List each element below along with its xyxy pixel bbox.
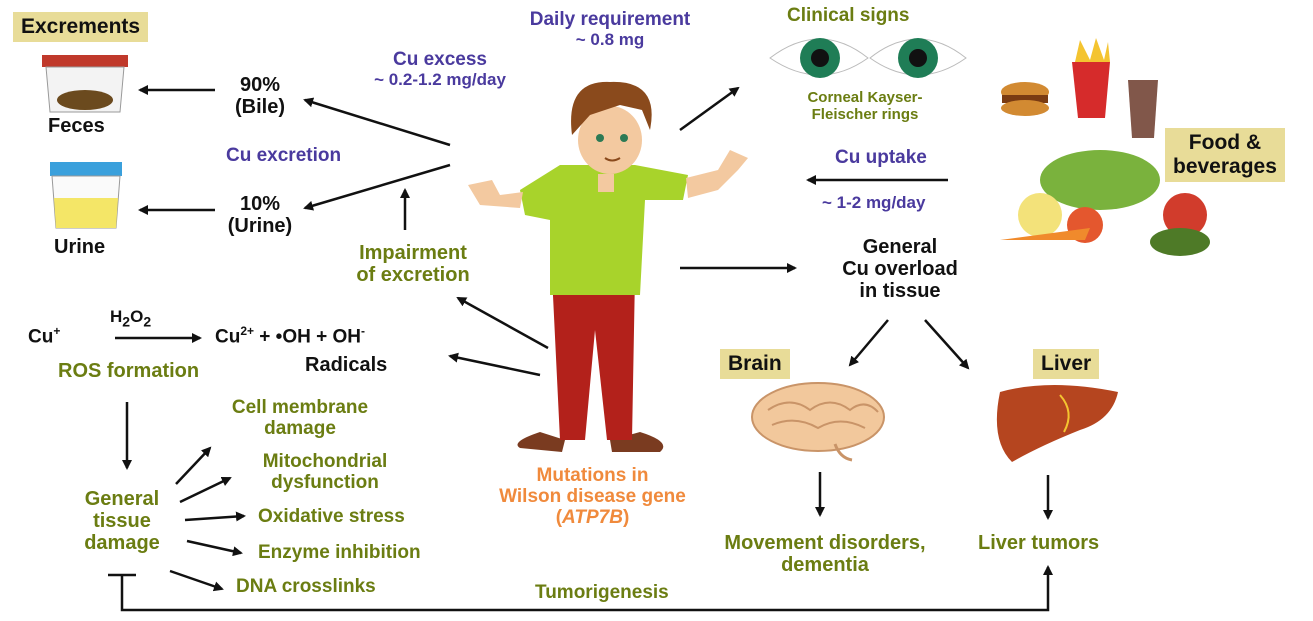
cu-text: Cu (28, 326, 54, 348)
liver-tumors: Liver tumors (978, 532, 1100, 554)
h2o2-h: H (110, 307, 123, 326)
mutations-label: Mutations in Wilson disease gene (ATP7B) (455, 465, 730, 529)
bile-text: (Bile) (235, 96, 285, 118)
mito-line2: dysfunction (271, 471, 379, 493)
cu-plus: Cu+ (28, 324, 61, 348)
impairment-line1: Impairment (359, 242, 467, 264)
cu-uptake: Cu uptake (835, 147, 927, 168)
cu2-text: Cu (215, 326, 241, 348)
cu-excess-range: ~ 0.2-1.2 mg/day (374, 69, 506, 89)
gtd-line3: damage (84, 532, 160, 554)
urine-cup-icon (50, 162, 122, 229)
movement-line1: Movement disorders, (724, 532, 926, 554)
overload-line2: Cu overload (842, 258, 958, 280)
cu-excess-title: Cu excess (392, 49, 487, 70)
eyes-icon (769, 38, 967, 78)
mutations-line2: Wilson disease gene (499, 485, 686, 507)
cu-uptake-value: ~ 1-2 mg/day (822, 193, 926, 212)
mito-line1: Mitochondrial (262, 451, 388, 472)
impairment-line2: of excretion (356, 264, 470, 286)
brain-label: Brain (720, 349, 790, 379)
arrows (115, 85, 1053, 612)
gtd-line2: tissue (93, 510, 151, 532)
liver-label: Liver (1033, 349, 1100, 379)
brain-icon (751, 382, 885, 462)
h2o2-label: H2O2 (110, 307, 152, 330)
radicals-label: Radicals (305, 354, 388, 376)
liver-icon (996, 385, 1118, 462)
daily-requirement: Daily requirement ~ 0.8 mg (490, 9, 730, 50)
mutations-line3: (ATP7B) (555, 506, 630, 528)
cu-excess: Cu excess ~ 0.2-1.2 mg/day (340, 49, 540, 90)
excrements-label: Excrements (13, 12, 149, 42)
bile-percent-value: 90% (239, 74, 281, 96)
urine-percent: 10% (Urine) (205, 193, 315, 237)
bile-percent: 90% (Bile) (215, 74, 305, 118)
urine-percent-value: 10% (239, 193, 281, 215)
kayser-fleischer: Corneal Kayser- Fleischer rings (780, 89, 950, 123)
gene-name: ATP7B (562, 506, 623, 528)
general-tissue-damage: General tissue damage (62, 488, 182, 554)
oxidative-stress: Oxidative stress (258, 506, 405, 527)
cu-excretion: Cu excretion (226, 145, 342, 166)
ros-formation: ROS formation (58, 360, 200, 382)
dna-crosslinks: DNA crosslinks (236, 576, 376, 597)
person-illustration (468, 81, 748, 452)
urine-label: Urine (54, 236, 106, 258)
mutations-line1: Mutations in (536, 465, 649, 486)
kayser-line2: Fleischer rings (811, 105, 919, 123)
food-line1: Food & (1188, 131, 1262, 154)
kayser-line1: Corneal Kayser- (807, 89, 923, 106)
radicals-equation: Cu2+ + •OH + OH- (215, 324, 365, 348)
cell-line1: Cell membrane (231, 397, 369, 418)
cell-line2: damage (264, 417, 336, 439)
feces-cup-icon (42, 55, 128, 113)
cell-membrane-damage: Cell membrane damage (200, 397, 400, 440)
tumorigenesis: Tumorigenesis (535, 582, 669, 603)
general-cu-overload: General Cu overload in tissue (790, 236, 1010, 302)
urine-paren-text: (Urine) (227, 215, 293, 237)
clinical-signs: Clinical signs (787, 5, 910, 26)
daily-req-value: ~ 0.8 mg (575, 29, 645, 49)
food-line2: beverages (1173, 155, 1277, 179)
movement-disorders: Movement disorders, dementia (690, 532, 960, 576)
feces-label: Feces (48, 115, 105, 137)
food-beverages-label: Food & beverages (1165, 128, 1285, 183)
fast-food-icon (1001, 38, 1158, 138)
overload-line3: in tissue (859, 280, 941, 302)
overload-line1: General (862, 236, 938, 258)
movement-line2: dementia (781, 554, 869, 576)
mitochondrial-dysfunction: Mitochondrial dysfunction (225, 451, 425, 494)
gtd-line1: General (84, 488, 160, 510)
daily-req-title: Daily requirement (529, 9, 691, 30)
vegetables-icon (1000, 150, 1210, 256)
impairment-of-excretion: Impairment of excretion (328, 242, 498, 286)
enzyme-inhibition: Enzyme inhibition (258, 542, 421, 563)
